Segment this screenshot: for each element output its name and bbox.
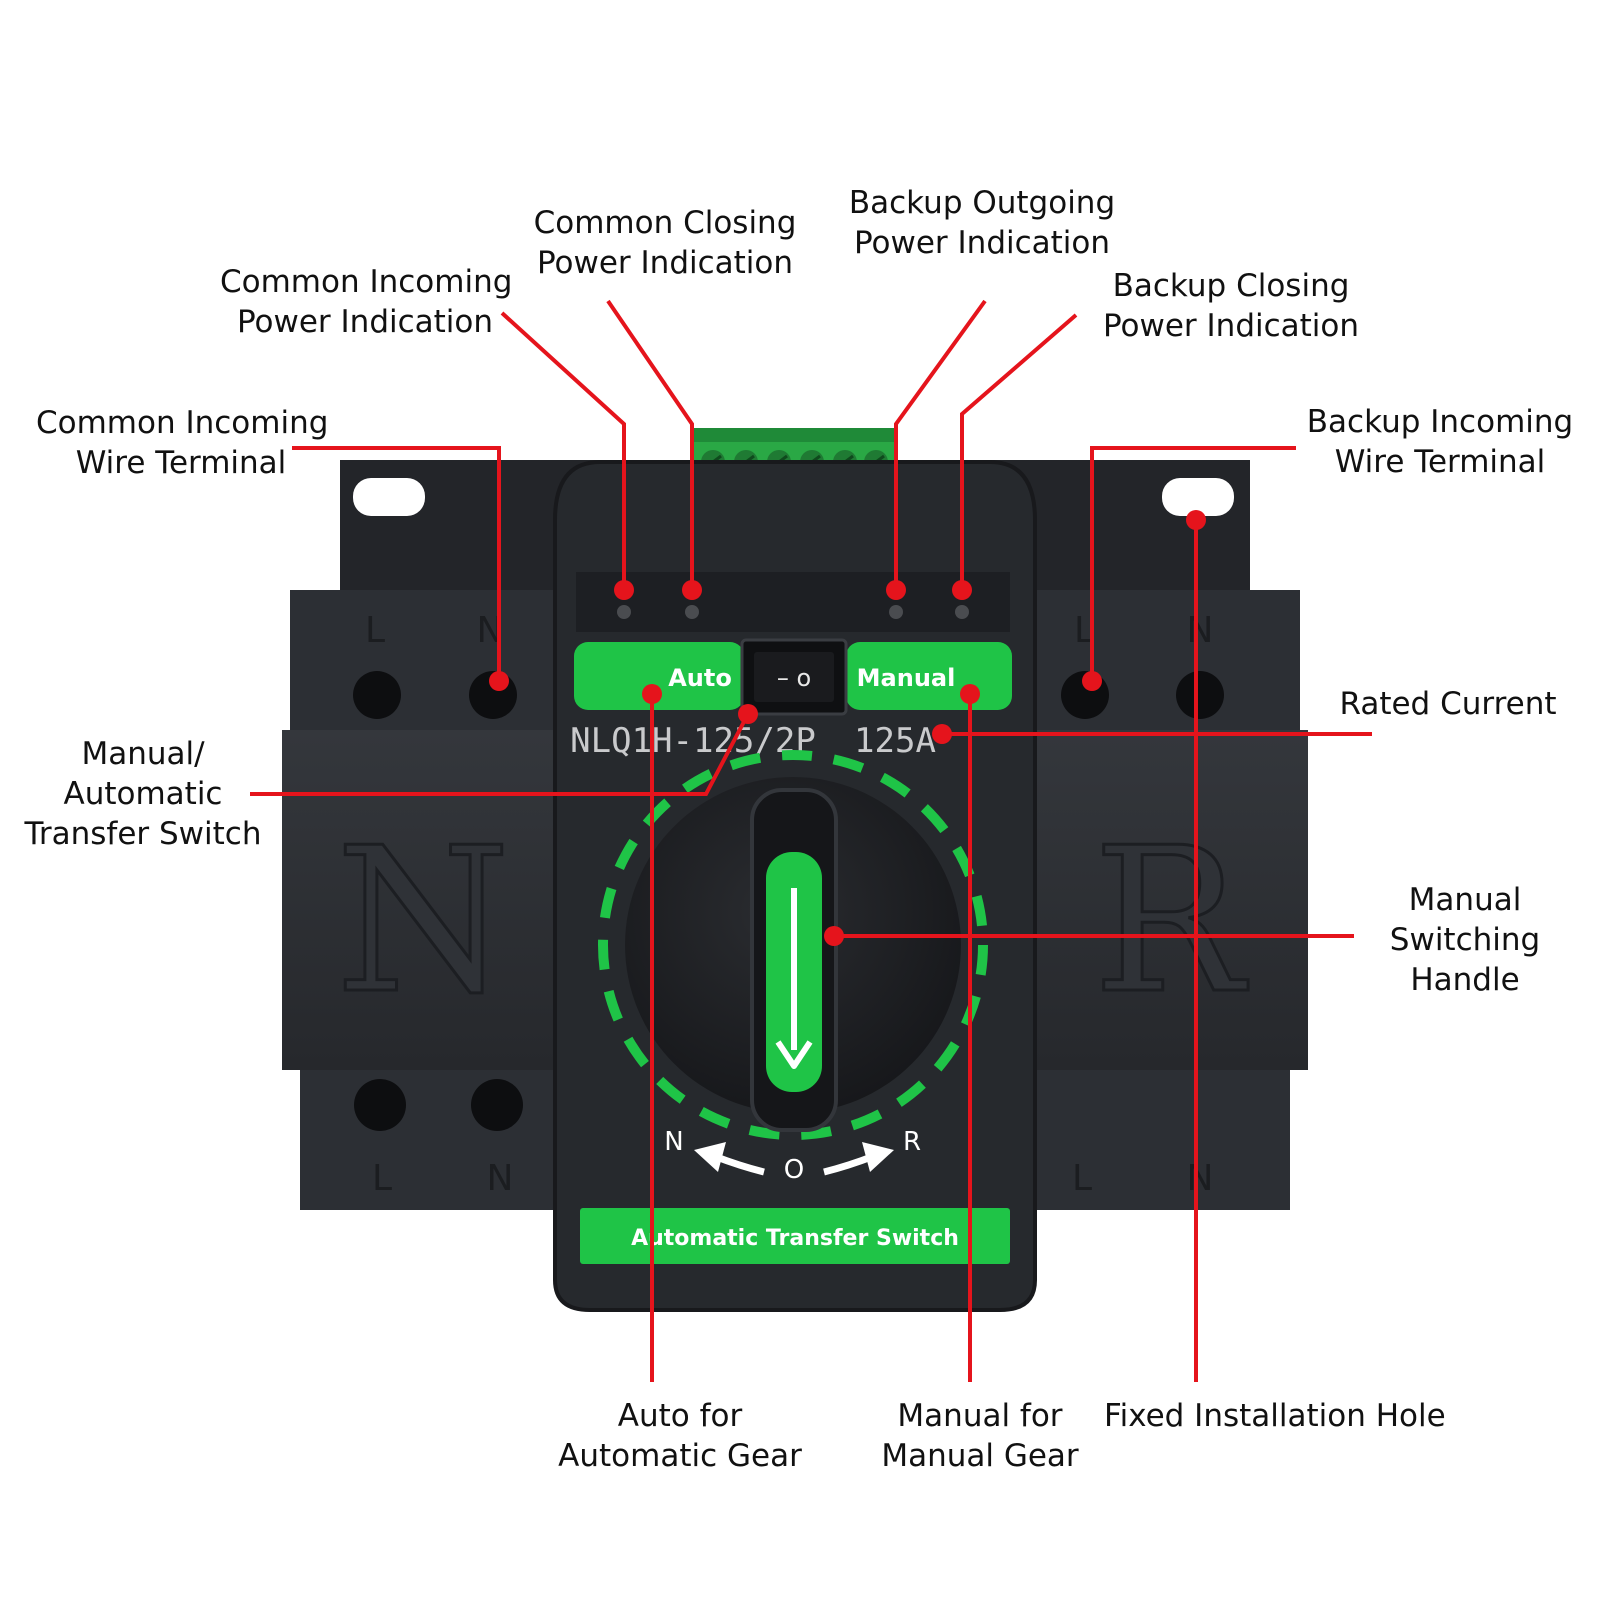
callout-common-incoming-wire-terminal: Common Incoming Wire Terminal xyxy=(36,405,329,481)
footer-band xyxy=(580,1208,1010,1264)
right-module-middle xyxy=(1026,730,1308,1070)
callout-lines xyxy=(250,299,1372,1382)
dial-arrow-left xyxy=(694,1142,765,1176)
callout-dot-backup-outgoing-power-indication xyxy=(886,580,906,600)
callout-auto-for-automatic-gear: Auto for Automatic Gear xyxy=(558,1398,802,1474)
callout-backup-closing-power-indication: Backup Closing Power Indication xyxy=(1102,268,1360,344)
terminal-screw-bottom-left-l xyxy=(354,1079,406,1131)
callout-dot-common-closing-power-indication xyxy=(682,580,702,600)
transfer-switch-device: N R L N L N L N L N xyxy=(282,428,1308,1312)
callout-line-common-incoming-power-indication xyxy=(500,311,626,590)
mode-band-left xyxy=(574,642,744,710)
mode-label-auto: Auto xyxy=(668,664,732,692)
indicator-strip xyxy=(576,572,1010,632)
terminal-label-top-right-l: L xyxy=(1074,610,1094,651)
rated-current-text: 125A xyxy=(854,721,936,761)
callout-dot-manual-automatic-transfer-switch xyxy=(738,704,758,724)
callout-manual-automatic-transfer-switch: Manual/ Automatic Transfer Switch xyxy=(24,736,262,852)
footer-band-text: Automatic Transfer Switch xyxy=(631,1226,959,1251)
dial-position-r: R xyxy=(903,1127,921,1157)
manual-switching-handle[interactable] xyxy=(750,788,838,1132)
mode-label-manual: Manual xyxy=(857,664,956,692)
left-module-top xyxy=(290,590,560,730)
terminal-label-bottom-left-l: L xyxy=(372,1158,392,1199)
callout-rated-current: Rated Current xyxy=(1339,686,1557,722)
callout-dot-common-incoming-power-indication xyxy=(614,580,634,600)
callout-dot-fixed-installation-hole xyxy=(1186,510,1206,530)
right-module-bottom xyxy=(1030,1070,1290,1210)
mounting-hole-right xyxy=(1162,478,1234,516)
mounting-hole-left xyxy=(353,478,425,516)
callout-dots xyxy=(489,510,1206,946)
auto-manual-rocker-switch[interactable]: – o xyxy=(740,638,848,716)
callout-fixed-installation-hole: Fixed Installation Hole xyxy=(1104,1398,1446,1434)
callout-dot-auto-for-automatic-gear xyxy=(642,684,662,704)
callout-dot-manual-switching-handle xyxy=(824,926,844,946)
left-module-bottom xyxy=(300,1070,560,1210)
dial-dashed-ring xyxy=(598,750,988,1140)
callout-line-manual-automatic-transfer-switch xyxy=(250,713,750,796)
callout-common-incoming-power-indication: Common Incoming Power Indication xyxy=(220,264,513,340)
terminal-screw-top-right-n xyxy=(1176,671,1224,719)
left-embossed-letter: N xyxy=(336,805,511,1038)
right-embossed-letter: R xyxy=(1093,805,1249,1038)
callout-dot-backup-closing-power-indication xyxy=(952,580,972,600)
left-module-middle xyxy=(282,730,564,1070)
callout-line-common-closing-power-indication xyxy=(606,299,694,590)
callout-dot-manual-for-manual-gear xyxy=(960,684,980,704)
led-backup-closing xyxy=(955,605,969,619)
rocker-switch-text: – o xyxy=(777,664,811,692)
led-backup-outgoing xyxy=(889,605,903,619)
terminal-screw-bottom-left-n xyxy=(471,1079,523,1131)
callout-line-backup-incoming-wire-terminal xyxy=(1090,446,1296,681)
terminal-label-bottom-left-n: N xyxy=(487,1158,514,1199)
callout-manual-for-manual-gear: Manual for Manual Gear xyxy=(881,1398,1079,1474)
terminal-label-bottom-right-n: N xyxy=(1187,1158,1214,1199)
callout-line-backup-outgoing-power-indication xyxy=(894,299,987,590)
callout-line-common-incoming-wire-terminal xyxy=(292,446,501,681)
model-number-text: NLQ1H-125/2P xyxy=(570,721,816,761)
terminal-label-bottom-right-l: L xyxy=(1072,1158,1092,1199)
callout-backup-outgoing-power-indication: Backup Outgoing Power Indication xyxy=(848,185,1116,261)
terminal-label-top-left-l: L xyxy=(365,610,385,651)
led-common-incoming xyxy=(617,605,631,619)
terminal-label-top-right-n: N xyxy=(1187,610,1214,651)
dial-arrow-right xyxy=(823,1142,894,1176)
terminal-screw-top-left-l xyxy=(353,671,401,719)
callout-dot-backup-incoming-wire-terminal xyxy=(1082,671,1102,691)
callout-dot-rated-current xyxy=(932,724,952,744)
callout-manual-switching-handle: Manual Switching Handle xyxy=(1389,882,1541,998)
callout-common-closing-power-indication: Common Closing Power Indication xyxy=(533,205,797,281)
dial-position-o: O xyxy=(784,1155,804,1185)
callout-backup-incoming-wire-terminal: Backup Incoming Wire Terminal xyxy=(1306,404,1574,480)
led-common-closing xyxy=(685,605,699,619)
callout-line-backup-closing-power-indication xyxy=(960,313,1078,590)
callout-dot-common-incoming-wire-terminal xyxy=(489,671,509,691)
dial-position-n: N xyxy=(664,1127,683,1157)
